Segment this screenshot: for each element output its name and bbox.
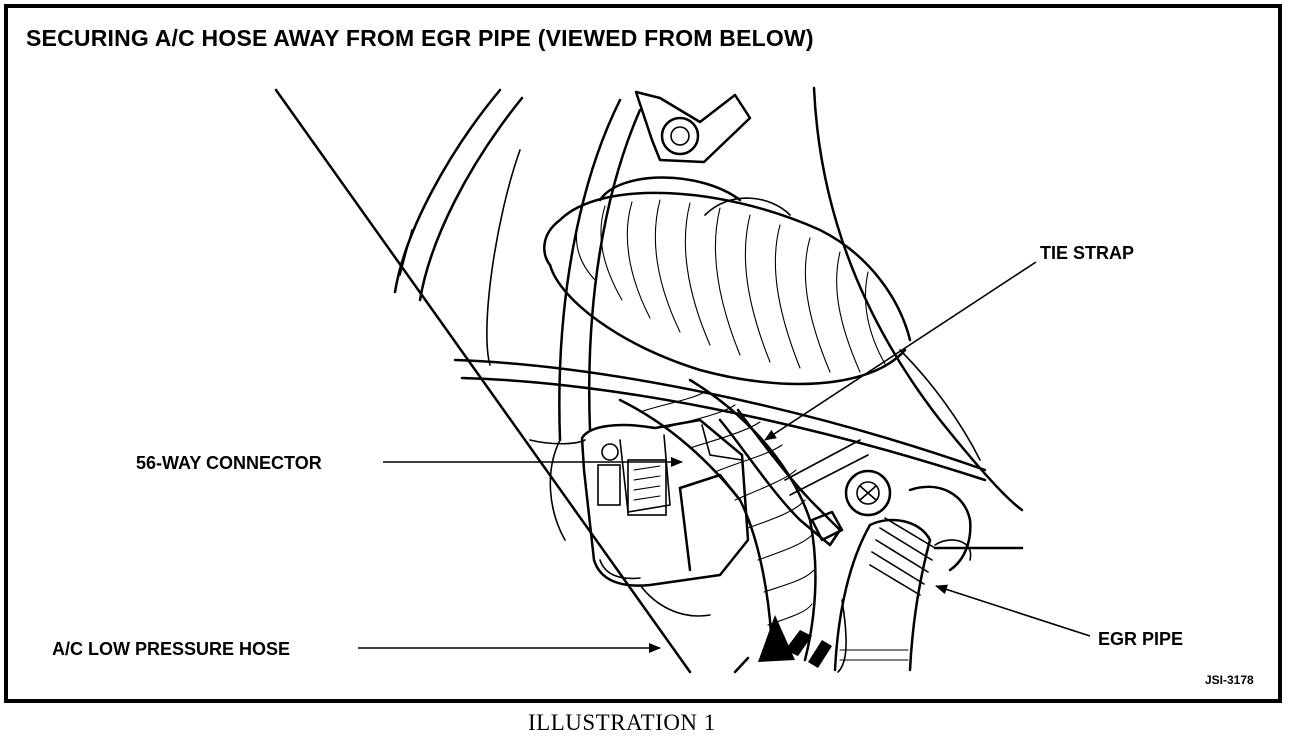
- harness-left-3: [486, 149, 521, 366]
- big-hose-top-edge: [558, 191, 912, 342]
- egr-bolt-cross: [859, 485, 877, 501]
- figure-id: JSI-3178: [1205, 673, 1254, 687]
- top-bracket: [634, 90, 752, 164]
- figure-caption: ILLUSTRATION 1: [528, 710, 716, 735]
- cross-cable-bottom: [460, 376, 987, 482]
- harness-left-2: [587, 108, 642, 432]
- big-hose-bottom-edge: [548, 263, 907, 386]
- bg-pipe-3: [399, 229, 413, 276]
- upper-elbow: [598, 176, 742, 202]
- tie-strap-label: TIE STRAP: [1040, 243, 1134, 263]
- flow-dash-arrow: [733, 615, 832, 674]
- bg-pipe-2: [418, 96, 524, 302]
- top-bolt: [660, 116, 700, 156]
- lower-hose-ribs: [639, 391, 815, 626]
- big-hose-ribs: [576, 199, 886, 373]
- egr-leader: [935, 584, 1091, 637]
- hose-label: A/C LOW PRESSURE HOSE: [52, 639, 290, 659]
- upper-elbow-2: [704, 197, 791, 216]
- tie-strap-leader: [764, 261, 1037, 441]
- lower-hose-right: [688, 378, 817, 662]
- connector-bottom-edge: [639, 584, 711, 617]
- bg-pipe-1: [393, 88, 502, 294]
- top-bolt-center: [670, 126, 690, 146]
- big-hose-end: [543, 218, 562, 267]
- connector-56-way: [580, 418, 750, 587]
- egr-bolt: [844, 469, 892, 517]
- left-boundary-line: [274, 88, 692, 674]
- egr-bolt-center: [856, 481, 880, 505]
- egr-pipe-drawing: [833, 485, 1024, 673]
- figure-title: SECURING A/C HOSE AWAY FROM EGR PIPE (VI…: [26, 25, 814, 51]
- left-connector-wire: [529, 439, 586, 445]
- right-edge-detail: [899, 349, 981, 461]
- left-wire-loop: [549, 439, 566, 541]
- engine-drawing: [274, 86, 1024, 674]
- connector-label: 56-WAY CONNECTOR: [136, 453, 322, 473]
- egr-pipe-label: EGR PIPE: [1098, 629, 1183, 649]
- tie-strap-band: [718, 408, 869, 547]
- right-boundary-line: [812, 86, 1024, 512]
- lower-hose-left: [618, 398, 774, 652]
- figure-frame: [4, 4, 1282, 703]
